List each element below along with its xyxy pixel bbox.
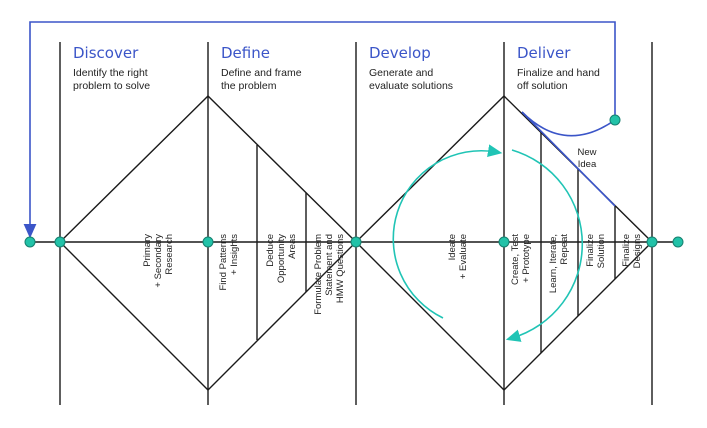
step-formulate-line-1: Formulate Problem: [313, 234, 324, 315]
feedback-loop-arrow: [23, 21, 616, 239]
node-start: [24, 236, 36, 248]
phase-title-define: Define: [221, 44, 270, 62]
iteration-loop-upper: [392, 144, 503, 319]
step-create-test: Create, Test + Prototype: [510, 234, 532, 285]
phase-desc-develop-1: Generate and: [369, 67, 433, 79]
phase-desc-deliver-1: Finalize and hand: [517, 67, 600, 79]
step-patterns-line-2: + Insights: [229, 234, 240, 275]
step-finalize-designs-line-1: Finalize: [621, 234, 632, 267]
step-ideate-line-2: + Evaluate: [458, 234, 469, 279]
new-idea-diagonal: [521, 111, 616, 207]
step-patterns-line-1: Find Patterns: [218, 234, 229, 291]
phase-desc-define-1: Define and frame: [221, 67, 302, 79]
step-deduce-line-1: Deduce: [265, 234, 276, 267]
step-finalize-solution-line-1: Finalize: [585, 234, 596, 267]
new-idea-curve: [521, 111, 616, 137]
phase-desc-deliver-2: off solution: [517, 80, 568, 92]
phase-desc-discover-2: problem to solve: [73, 80, 150, 92]
phase-desc-discover-1: Identify the right: [73, 67, 148, 79]
node-deliver: [498, 236, 510, 248]
step-ideate-line-1: Ideate: [447, 234, 458, 260]
step-learn-iterate: Learn, Iterate, Repeat: [548, 234, 570, 294]
step-primary-line-1: Primary: [142, 234, 153, 267]
step-finalize-solution-line-2: Solution: [596, 234, 607, 268]
phase-title-deliver: Deliver: [517, 44, 571, 62]
new-idea-label-1: New: [577, 147, 596, 158]
node-discover: [54, 236, 66, 248]
iteration-loop-lower: [505, 149, 584, 342]
step-primary-line-3: Research: [164, 234, 175, 275]
phase-desc-define-2: the problem: [221, 80, 277, 92]
node-final: [672, 236, 684, 248]
node-new-idea: [609, 114, 621, 126]
node-develop: [350, 236, 362, 248]
step-create-line-1: Create, Test: [510, 234, 521, 285]
step-finalize-designs-line-2: Designs: [632, 234, 643, 269]
step-finalize-solution: Finalize Solution: [585, 234, 607, 268]
step-ideate-evaluate: Ideate + Evaluate: [447, 234, 469, 279]
step-find-patterns: Find Patterns + Insights: [218, 234, 240, 291]
step-formulate-line-2: Statement and: [324, 234, 335, 296]
step-formulate-line-3: HMW Questions: [335, 234, 346, 303]
step-primary-line-2: + Secondary: [153, 234, 164, 288]
step-deduce-line-2: Opportunity: [276, 234, 287, 283]
new-idea-label-2: Idea: [578, 159, 597, 170]
step-formulate-problem: Formulate Problem Statement and HMW Ques…: [313, 234, 346, 315]
node-end: [646, 236, 658, 248]
step-deduce-line-3: Areas: [287, 234, 298, 259]
phase-desc-develop-2: evaluate solutions: [369, 80, 453, 92]
phase-title-discover: Discover: [73, 44, 139, 62]
step-finalize-designs: Finalize Designs: [621, 234, 643, 269]
step-primary-research: Primary + Secondary Research: [142, 234, 175, 288]
step-learn-line-2: Repeat: [559, 234, 570, 265]
step-learn-line-1: Learn, Iterate,: [548, 234, 559, 293]
phase-title-develop: Develop: [369, 44, 431, 62]
step-deduce-opportunity: Deduce Opportunity Areas: [265, 234, 298, 283]
step-create-line-2: + Prototype: [521, 234, 532, 283]
node-define: [202, 236, 214, 248]
